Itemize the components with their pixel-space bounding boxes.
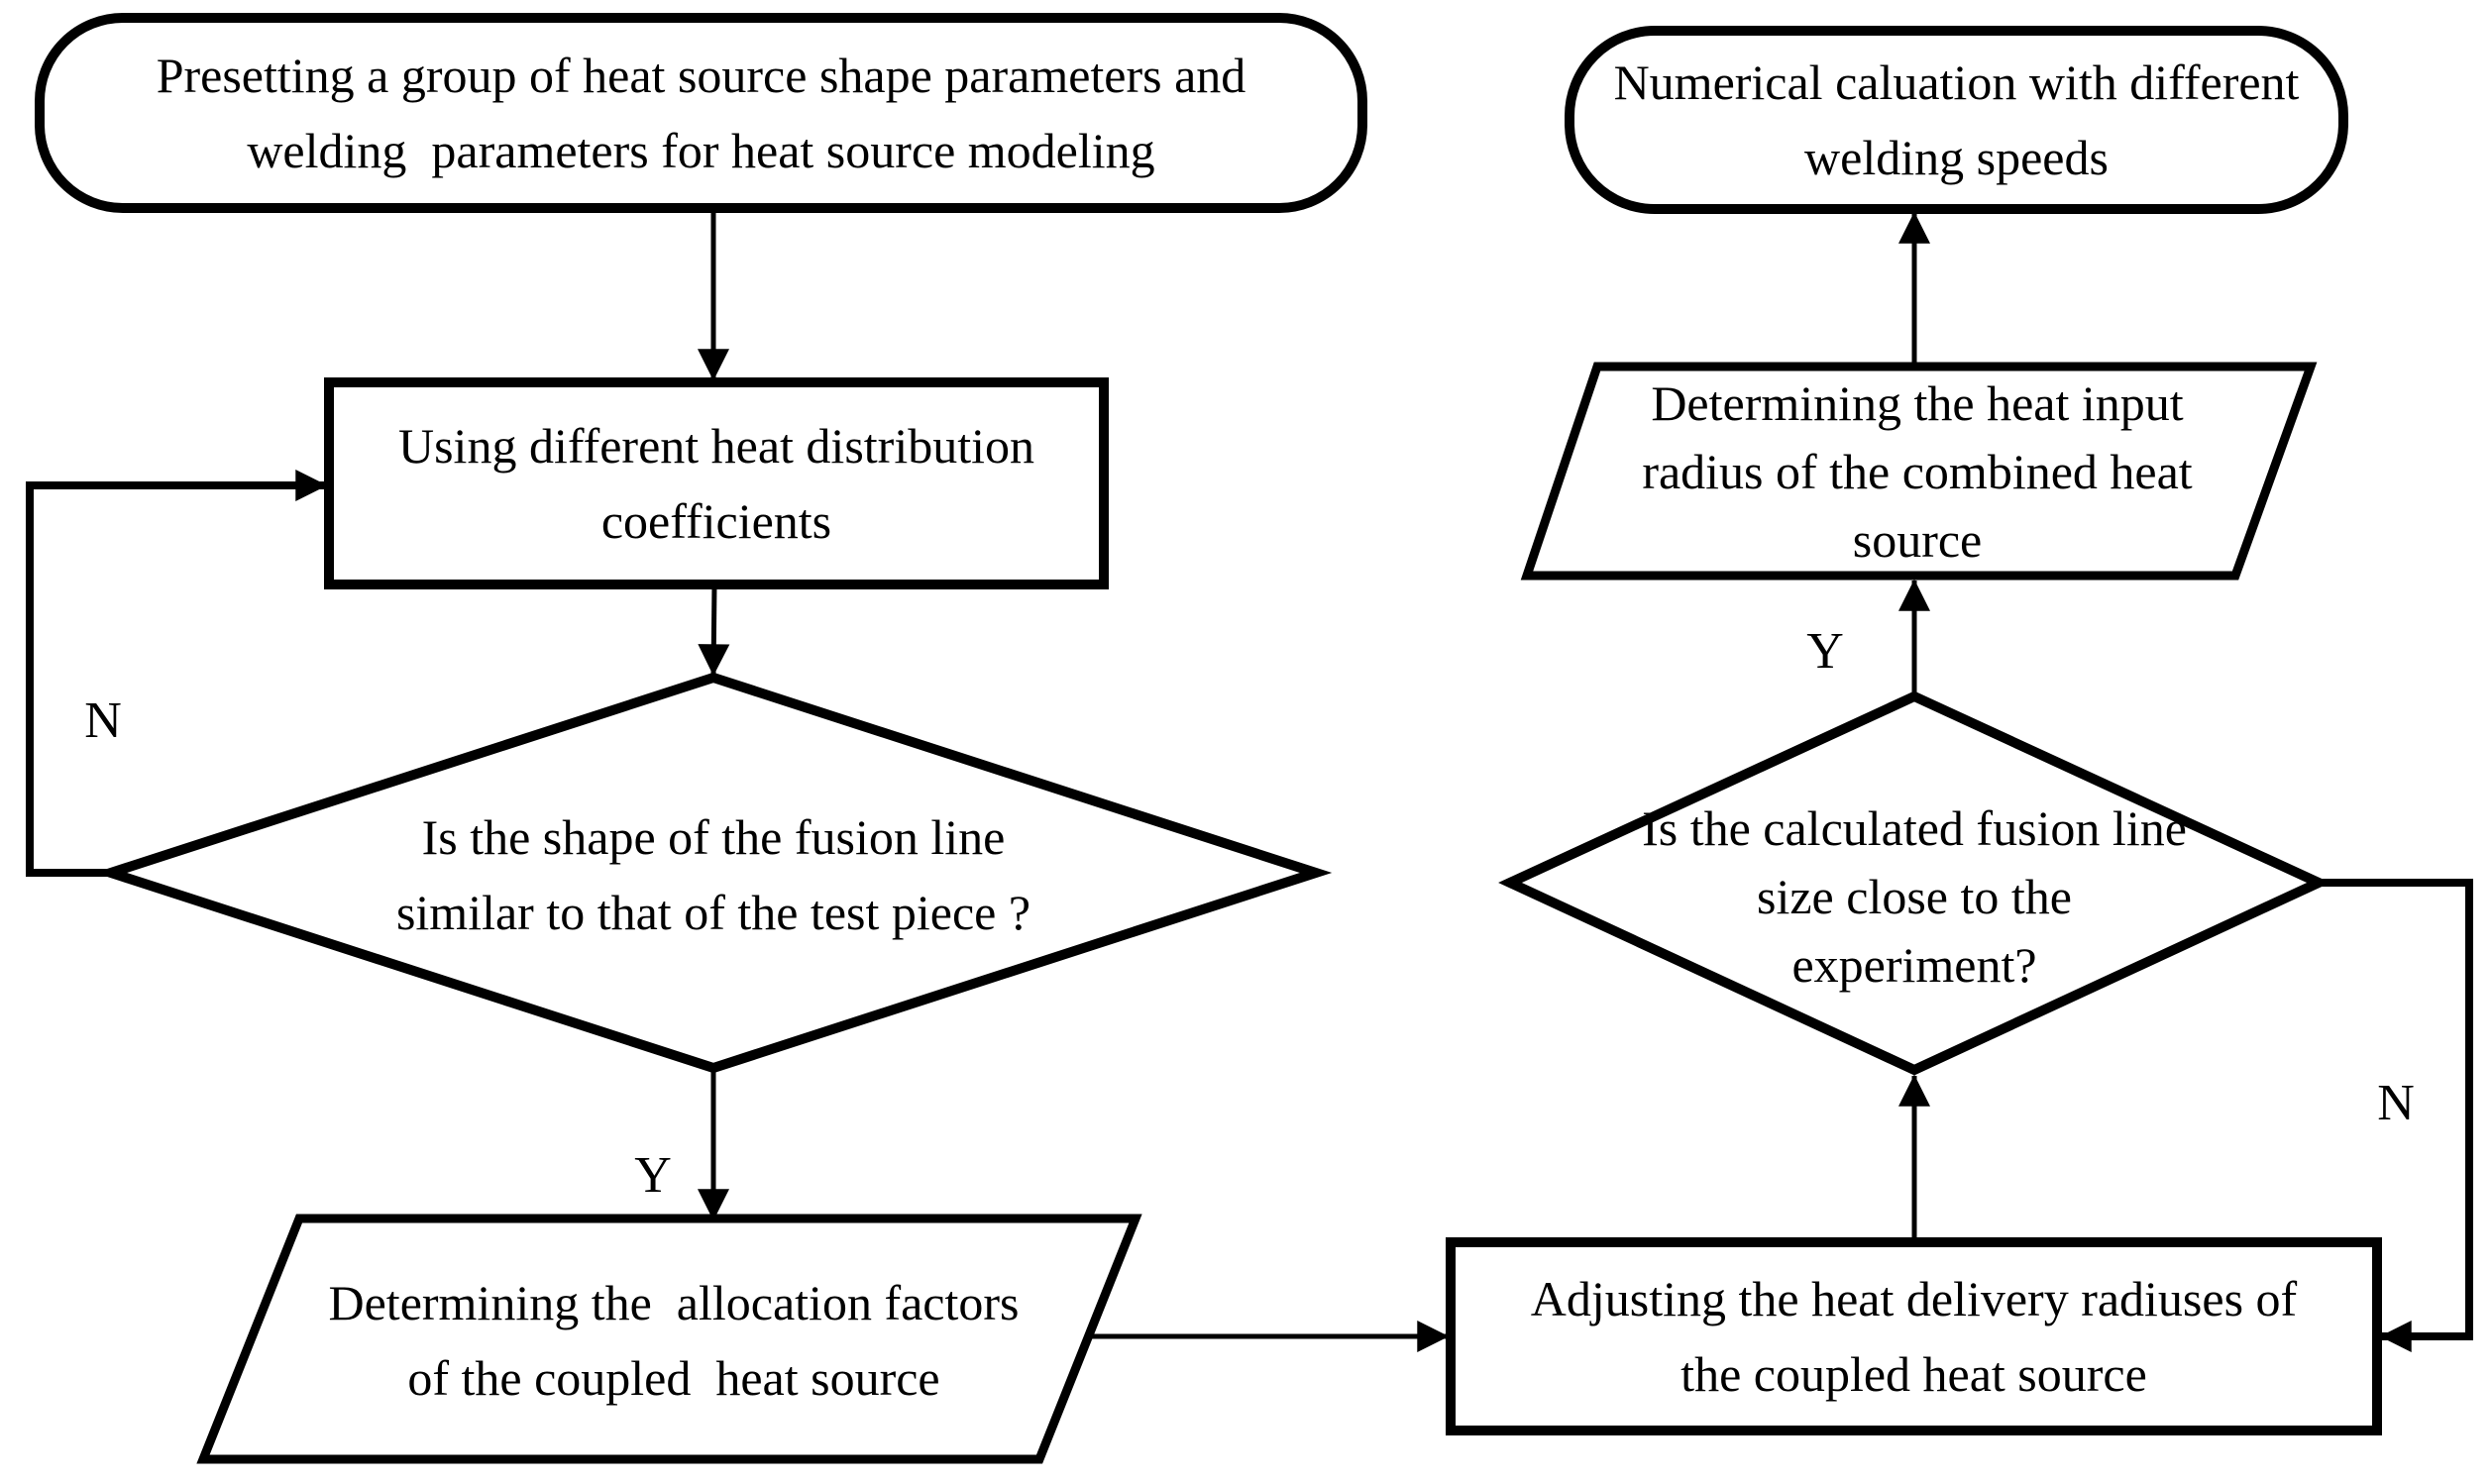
loop-no-left [26,470,328,877]
branch-label-no-left: N [84,691,122,749]
io-allocation-shape [196,1214,1142,1464]
branch-label-yes-left: Y [634,1146,672,1204]
arrow-distribution-to-shape-decision [698,583,730,677]
loop-no-right [2319,879,2473,1352]
decision-fusion-size-shape [1498,690,2330,1076]
terminator-numerical-shape [1565,26,2348,214]
terminator-preset-shape [35,13,1367,213]
branch-label-no-right: N [2377,1074,2415,1131]
branch-label-yes-right: Y [1806,622,1844,680]
process-adjust-shape [1446,1237,2382,1435]
io-input-radius-shape [1520,362,2318,581]
process-distribution-shape [324,377,1109,589]
decision-shape-fusion-line-shape [94,672,1333,1074]
